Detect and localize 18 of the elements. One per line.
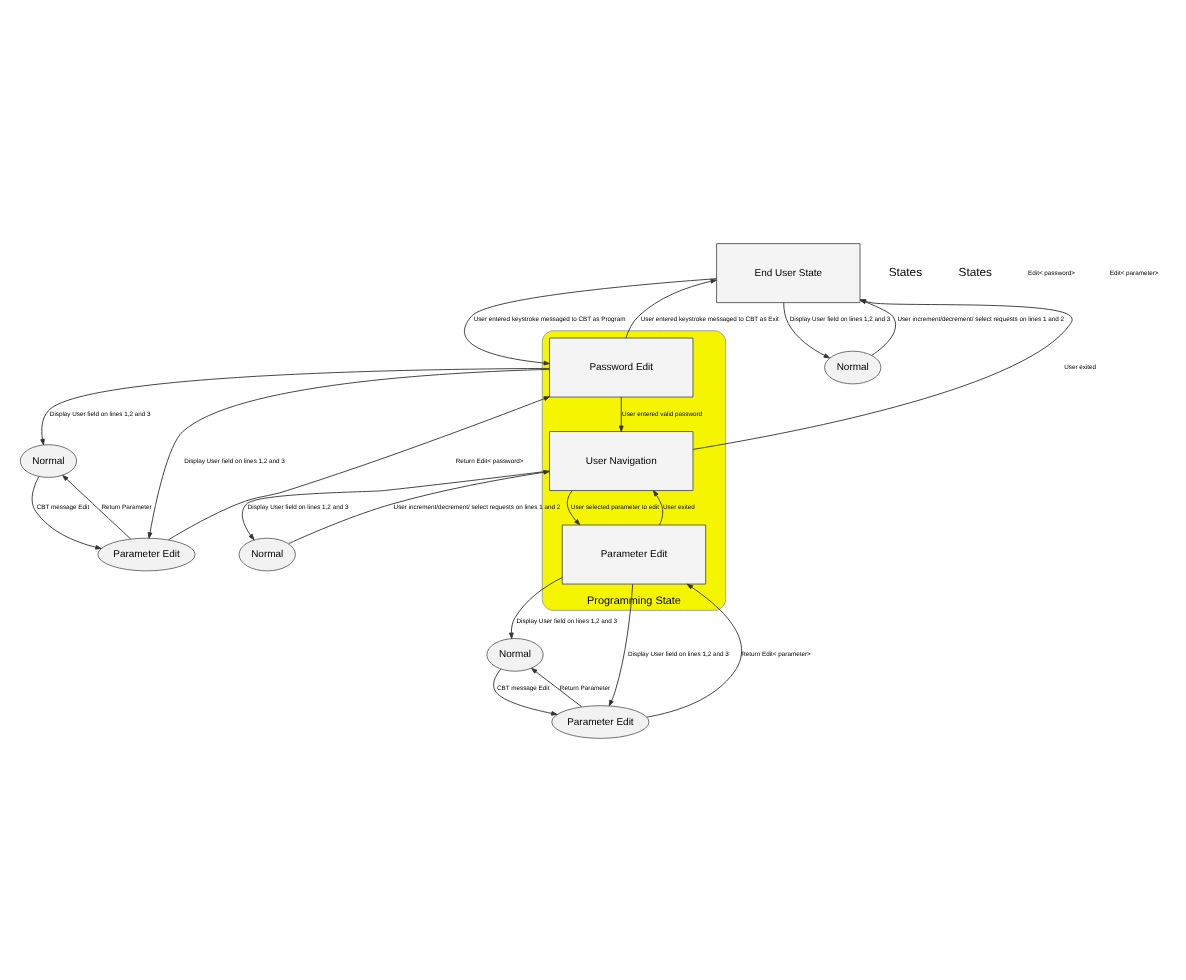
arrow [464, 277, 717, 365]
arrow [168, 395, 550, 540]
arrow [566, 489, 581, 525]
arrow [646, 582, 742, 717]
arrow [40, 366, 550, 445]
arrow [493, 667, 558, 715]
arrow [62, 473, 131, 539]
arrow [652, 489, 664, 525]
arrow [288, 468, 550, 543]
arrow [147, 367, 550, 538]
arrow [509, 576, 563, 638]
arrow [625, 277, 717, 338]
arrow [241, 469, 550, 540]
arrow [783, 301, 830, 358]
arrow [31, 475, 102, 549]
arrow [608, 582, 634, 706]
arrow [531, 666, 583, 707]
arrow [618, 395, 624, 431]
